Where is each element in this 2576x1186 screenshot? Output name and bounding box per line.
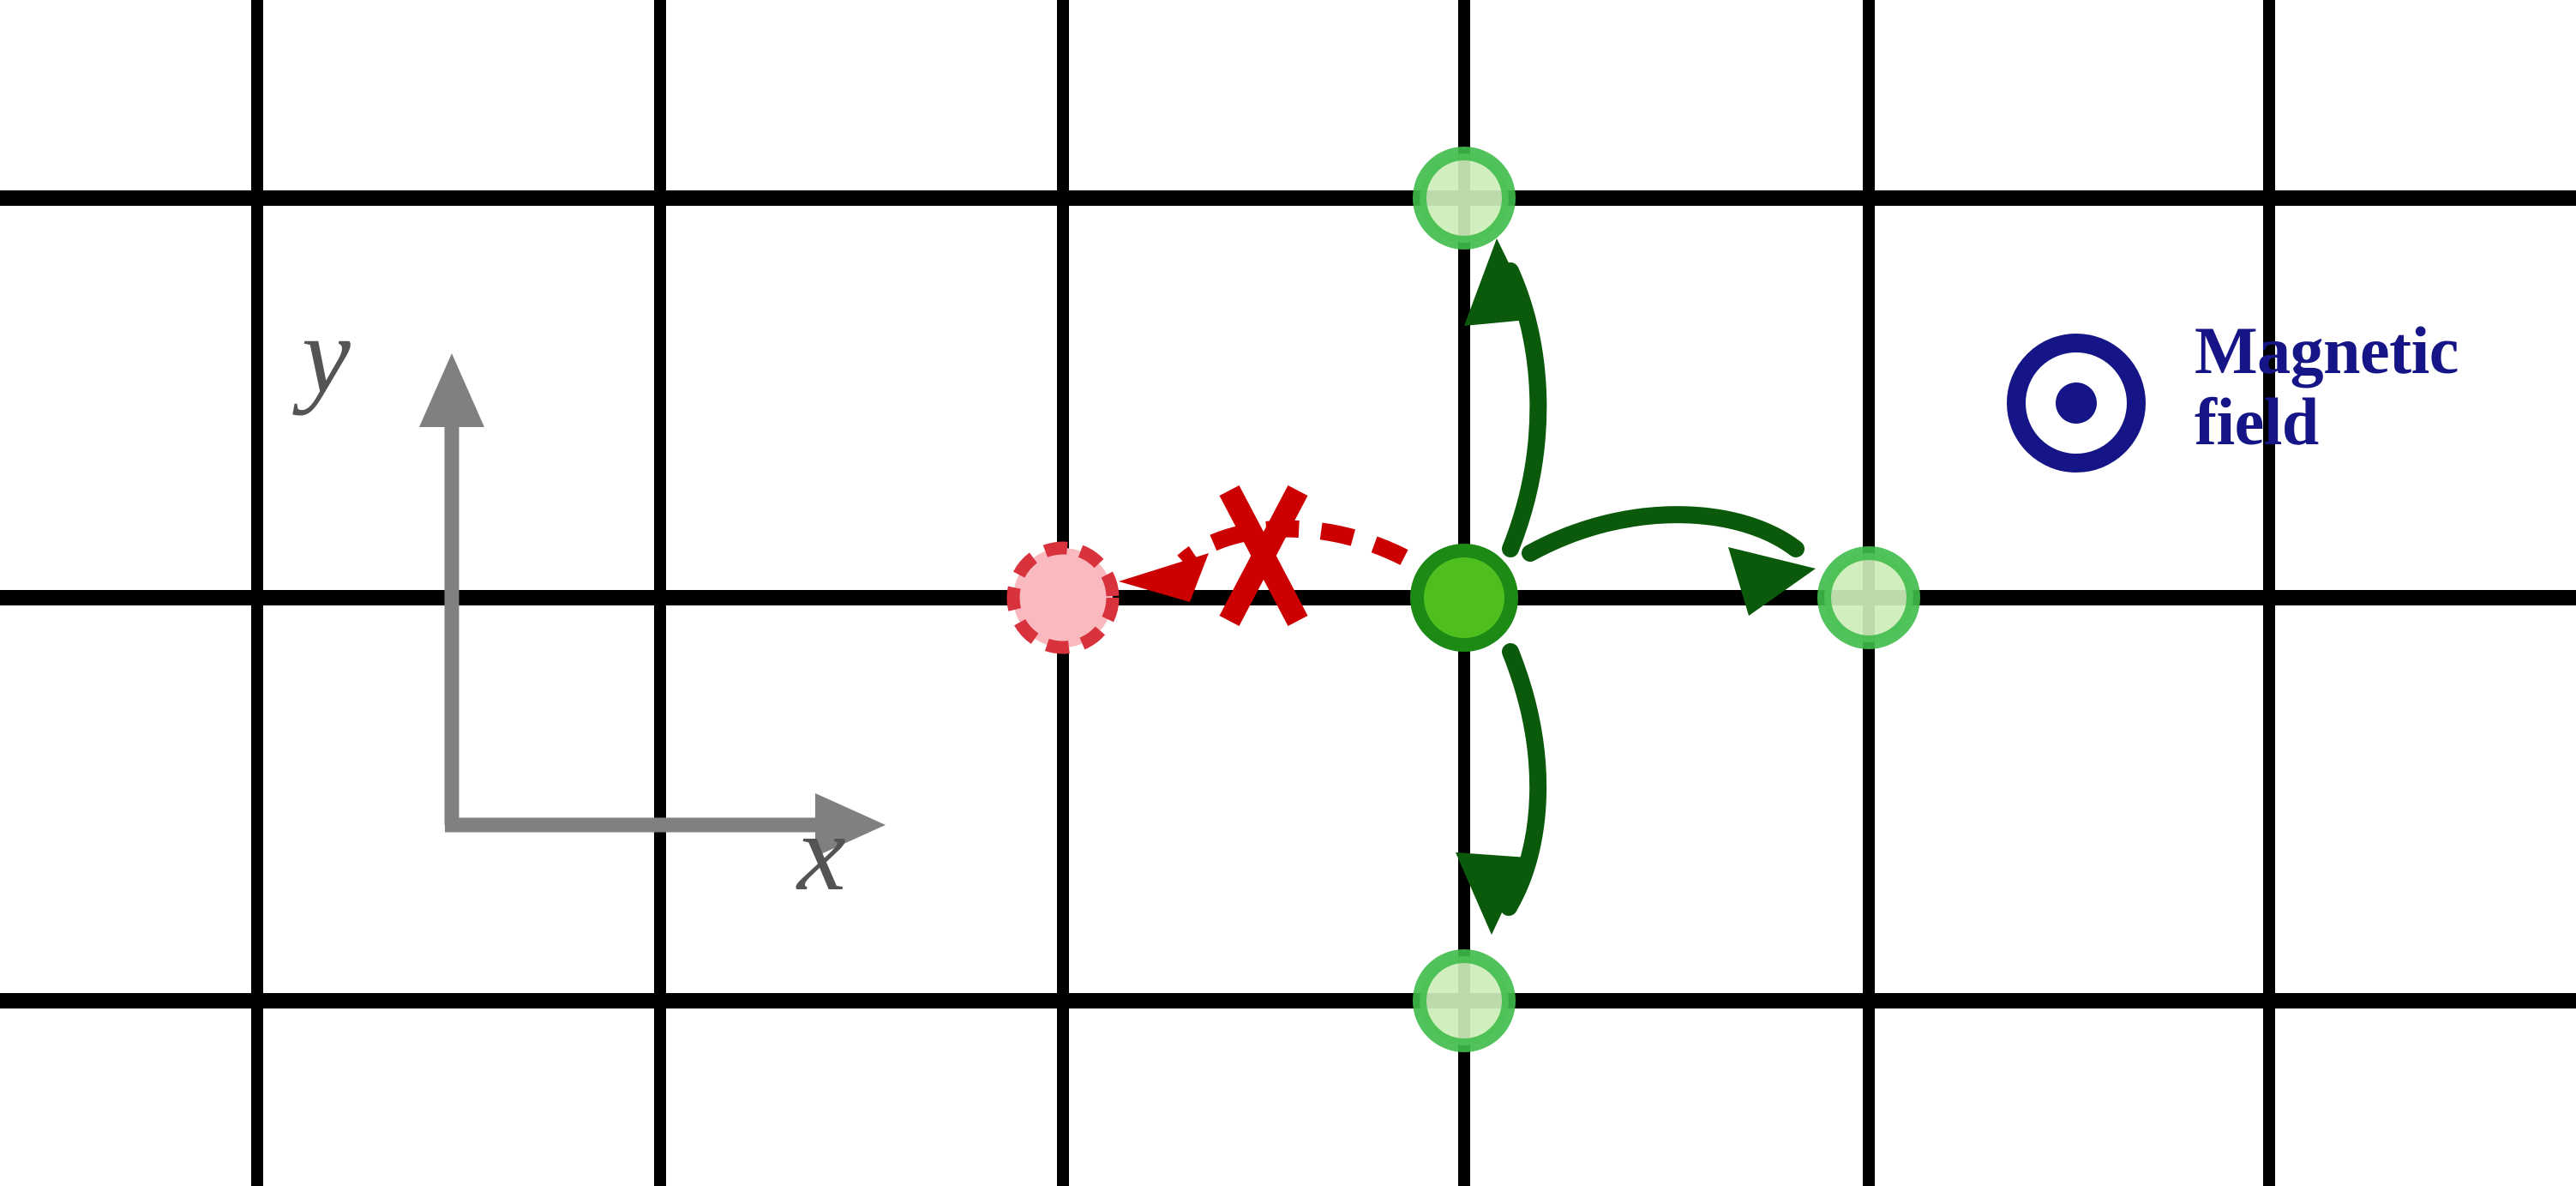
ghost-site-fill: [1824, 553, 1913, 642]
ghost-site-ring: [1413, 949, 1516, 1052]
hop-arrow-right-curve: [1522, 506, 1804, 562]
particle-ring: [1410, 544, 1518, 652]
y-axis-label: y: [302, 294, 351, 416]
ghost-site-ring: [1413, 147, 1516, 250]
cross-stroke-2: [1219, 485, 1308, 627]
hop-arrowhead-down: [1456, 852, 1528, 935]
magnetic-field-out-of-page-icon: [2007, 334, 2146, 473]
coordinate-axes: [419, 353, 886, 857]
legend-line-1: Magnetic: [2195, 313, 2459, 388]
field-icon-outer-circle: [2007, 334, 2146, 473]
particle-hop-down-site[interactable]: [1413, 949, 1516, 1052]
blocked-site-fill: [1013, 548, 1113, 647]
particle-current-site[interactable]: [1410, 544, 1518, 652]
y-axis-arrowhead: [419, 353, 484, 427]
legend-line-2: field: [2195, 383, 2319, 459]
forbidden-hop-curve: [1177, 520, 1408, 569]
field-icon-center-dot: [2056, 382, 2097, 424]
forbidden-cross-icon: [1219, 485, 1308, 627]
hop-arrowhead-up: [1464, 238, 1536, 326]
allowed-hop-arrowheads: [1456, 238, 1816, 935]
forbidden-hop-arrowhead: [1119, 553, 1209, 602]
ghost-site-fill: [1420, 956, 1509, 1045]
particle-hop-right-site[interactable]: [1817, 546, 1920, 649]
ghost-site-ring: [1817, 546, 1920, 649]
x-axis-arrowhead: [815, 793, 886, 857]
ghost-site-fill: [1420, 154, 1509, 243]
particle-blocked-hop-left-site[interactable]: [1006, 541, 1120, 654]
hop-arrow-down-curve: [1500, 643, 1547, 916]
particle-hop-up-site[interactable]: [1413, 147, 1516, 250]
x-axis-label: x: [797, 792, 846, 913]
hop-arrowhead-right: [1728, 547, 1816, 616]
blocked-site-dashed-ring: [1006, 541, 1120, 654]
magnetic-field-legend-label: Magnetic field: [2195, 313, 2563, 459]
